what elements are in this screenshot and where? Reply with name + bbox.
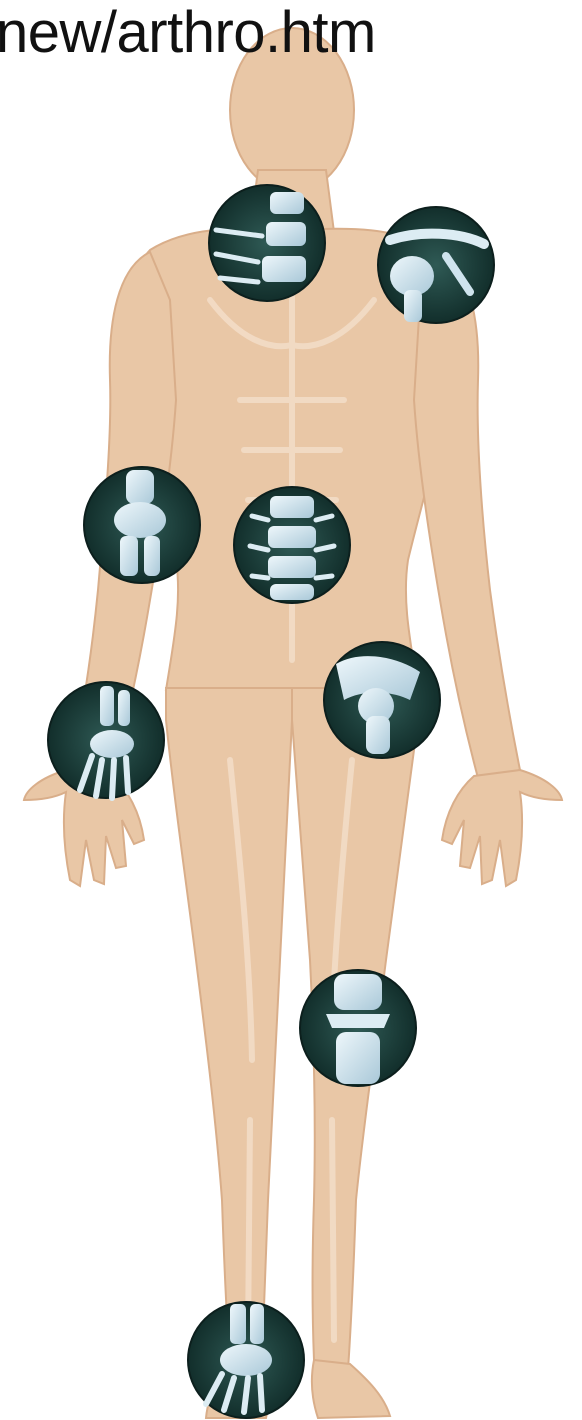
leg-left bbox=[166, 688, 292, 1366]
url-caption: new/arthro.htm bbox=[0, 0, 376, 68]
lumbar-spine-joint-inset[interactable] bbox=[234, 487, 350, 603]
wrist-hand-joint-inset[interactable] bbox=[48, 682, 164, 798]
knee-joint-inset[interactable] bbox=[300, 970, 416, 1086]
neck-spine-joint-inset[interactable] bbox=[209, 185, 325, 301]
ankle-foot-joint-inset[interactable] bbox=[188, 1302, 304, 1418]
hip-joint-inset[interactable] bbox=[324, 642, 440, 758]
elbow-joint-inset[interactable] bbox=[84, 467, 200, 583]
foot-right bbox=[312, 1360, 390, 1418]
hand-right bbox=[442, 770, 562, 886]
shoulder-joint-inset[interactable] bbox=[378, 207, 494, 323]
